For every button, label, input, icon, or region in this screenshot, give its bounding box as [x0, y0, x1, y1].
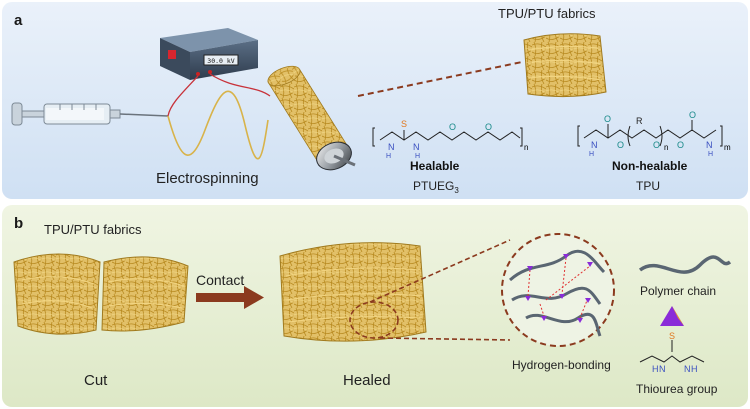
- ptueg3-structure: S N H N H O O n: [372, 119, 528, 160]
- svg-text:N: N: [388, 142, 395, 152]
- thiourea-group-label: Thiourea group: [636, 382, 718, 396]
- fabric-title-b: TPU/PTU fabrics: [44, 222, 142, 237]
- svg-text:n: n: [524, 143, 528, 152]
- svg-text:H: H: [691, 364, 698, 374]
- collector-drum: [267, 65, 356, 171]
- polymer-chain-legend: [638, 255, 732, 274]
- svg-text:S: S: [669, 331, 675, 341]
- tpu-label: TPU: [636, 179, 660, 193]
- svg-text:O: O: [449, 122, 456, 132]
- svg-text:H: H: [415, 153, 420, 160]
- svg-text:O: O: [604, 114, 611, 124]
- tpu-structure: O O N H N H O O R O n m: [577, 110, 731, 158]
- svg-text:H: H: [708, 151, 713, 158]
- fabric-title-a: TPU/PTU fabrics: [498, 6, 596, 21]
- panel-a-label: a: [14, 12, 23, 29]
- cut-caption: Cut: [84, 372, 108, 389]
- voltage-display: 30.0 kV: [207, 57, 234, 65]
- svg-text:O: O: [653, 140, 660, 150]
- thiourea-icon: [660, 306, 684, 326]
- power-supply-icon: 30.0 kV: [160, 28, 258, 80]
- svg-text:O: O: [617, 140, 624, 150]
- fabric-swatch-a: [523, 33, 607, 98]
- zoom-connector: [357, 61, 523, 97]
- svg-text:O: O: [689, 110, 696, 120]
- healed-fabric: [279, 242, 427, 342]
- syringe-icon: [11, 102, 169, 126]
- polymer-chain-label: Polymer chain: [640, 284, 717, 298]
- electrospinning-caption: Electrospinning: [156, 170, 259, 187]
- healed-caption: Healed: [343, 372, 391, 389]
- svg-text:N: N: [659, 364, 666, 374]
- svg-text:S: S: [401, 119, 407, 129]
- svg-text:O: O: [677, 140, 684, 150]
- svg-text:H: H: [589, 151, 594, 158]
- cut-fabric: [13, 253, 189, 335]
- thiourea-structure: S H N N H: [639, 331, 705, 374]
- healable-title: Healable: [410, 159, 460, 173]
- ptueg3-label: PTUEG3: [413, 179, 459, 195]
- svg-text:N: N: [413, 142, 420, 152]
- nonhealable-title: Non-healable: [612, 159, 688, 173]
- fiber-jet: [167, 90, 269, 160]
- hydrogen-bond-zoom: [501, 233, 615, 347]
- svg-text:R: R: [636, 116, 643, 126]
- svg-text:N: N: [684, 364, 691, 374]
- hbond-caption: Hydrogen-bonding: [512, 358, 611, 372]
- svg-text:m: m: [724, 143, 731, 152]
- panel-b-label: b: [14, 215, 24, 232]
- svg-text:H: H: [386, 153, 391, 160]
- contact-arrow: [196, 286, 264, 309]
- svg-text:n: n: [664, 143, 668, 152]
- panel-a: [2, 2, 748, 199]
- svg-text:O: O: [485, 122, 492, 132]
- svg-text:H: H: [652, 364, 659, 374]
- svg-text:N: N: [706, 140, 713, 150]
- contact-label: Contact: [196, 272, 245, 288]
- svg-text:N: N: [591, 140, 598, 150]
